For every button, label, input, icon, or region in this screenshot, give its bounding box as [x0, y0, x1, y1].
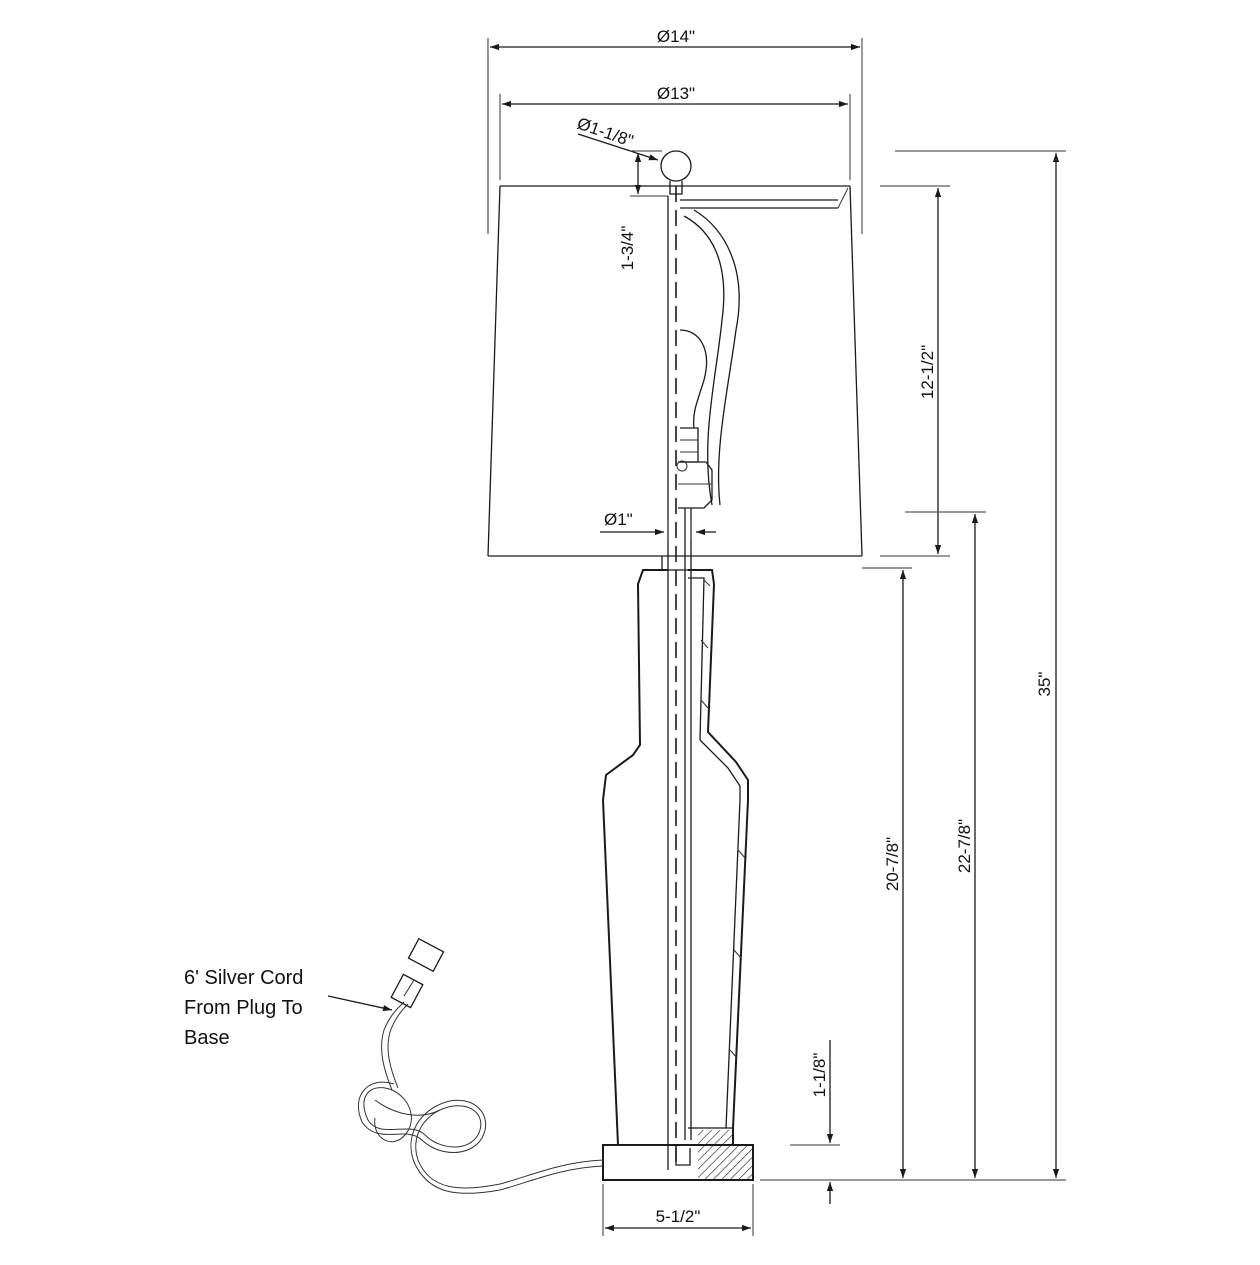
dim-finial-diameter: Ø1-1/8"	[575, 114, 659, 161]
cord-note-line-1: 6' Silver Cord	[184, 967, 303, 989]
stem	[661, 196, 692, 1170]
dim-label-finial-diameter: Ø1-1/8"	[575, 114, 636, 151]
light-bulb	[679, 329, 708, 463]
base-plinth	[602, 1130, 754, 1181]
dim-stem-diameter: Ø1"	[600, 510, 716, 540]
lamp-socket	[676, 460, 713, 509]
dim-label-plinth-height: 1-1/8"	[810, 1053, 829, 1098]
dim-label-finial-height: 1-3/4"	[618, 226, 637, 271]
dim-label-shade-height: 12-1/2"	[918, 345, 937, 399]
cord-note: 6' Silver Cord From Plug To Base	[184, 967, 393, 1049]
dim-label-stem-diameter: Ø1"	[604, 510, 633, 529]
power-cord	[357, 1001, 604, 1194]
plug	[390, 937, 445, 1009]
dim-base-plinth-height: 1-1/8"	[790, 1040, 840, 1204]
dim-label-body-height: 20-7/8"	[883, 837, 902, 891]
dim-base-width: 5-1/2"	[602, 1184, 754, 1236]
dim-total-height: 35"	[760, 150, 1066, 1181]
dim-shade-inner-diameter: Ø13"	[499, 84, 851, 180]
dim-body-height: 20-7/8"	[862, 567, 912, 1178]
dim-label-total-height: 35"	[1035, 672, 1054, 697]
dim-shade-outer-diameter: Ø14"	[487, 27, 863, 234]
cord-note-leader	[327, 995, 393, 1012]
dim-label-shade-inner: Ø13"	[657, 84, 695, 103]
dim-label-base-to-shade: 22-7/8"	[955, 819, 974, 873]
dim-finial-height: 1-3/4"	[618, 150, 668, 271]
cord-note-line-3: Base	[184, 1027, 230, 1049]
dim-base-to-shade-height: 22-7/8"	[905, 511, 986, 1178]
dim-label-base-width: 5-1/2"	[656, 1207, 701, 1226]
dim-shade-height: 12-1/2"	[880, 185, 950, 557]
cord-note-line-2: From Plug To	[184, 997, 303, 1019]
dim-label-shade-outer: Ø14"	[657, 27, 695, 46]
lamp-body	[601, 569, 668, 1146]
harp	[680, 199, 838, 506]
lamp-body-section	[688, 569, 749, 1145]
lamp-shade	[487, 185, 863, 557]
